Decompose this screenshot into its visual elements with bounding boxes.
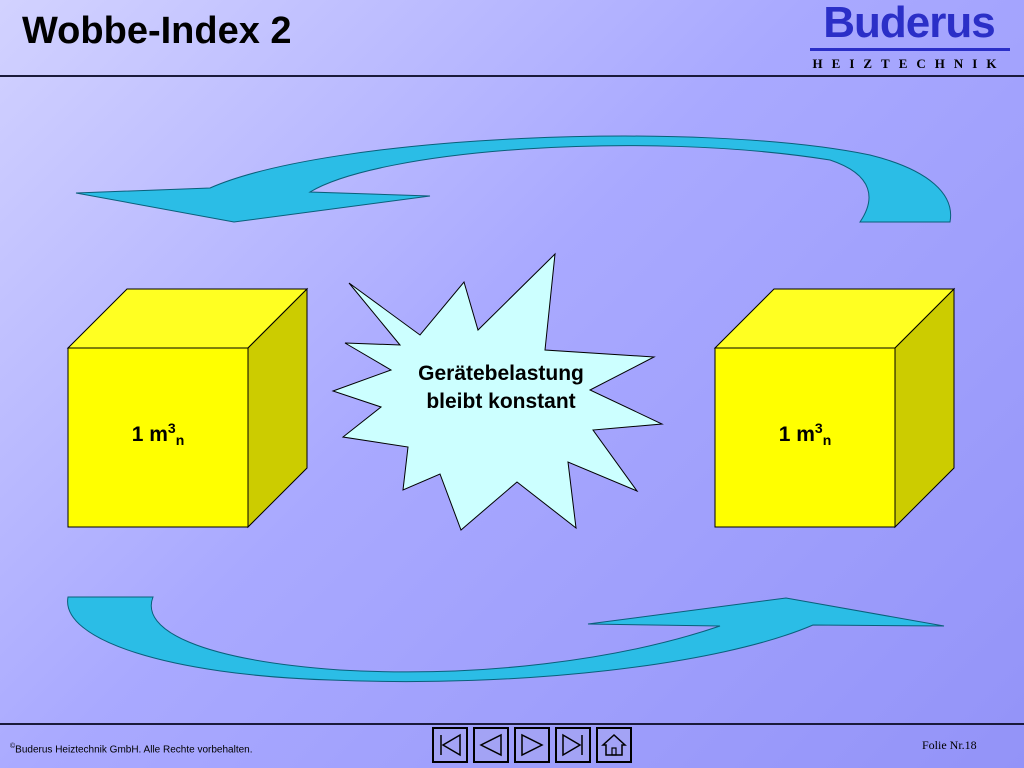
footer-copyright: ©Buderus Heiztechnik GmbH. Alle Rechte v… [10,743,253,755]
footer-rule [0,723,1024,725]
top-curved-arrow [75,135,952,223]
last-slide-icon [562,733,583,757]
bottom-curved-arrow [67,596,945,683]
copyright-text: Buderus Heiztechnik GmbH. Alle Rechte vo… [15,744,253,756]
last-slide-button[interactable] [555,727,591,763]
copyright-symbol: © [10,743,16,750]
left-cube-subscript: n [175,432,185,448]
next-slide-icon [521,733,544,757]
next-slide-button[interactable] [514,727,550,763]
logo-subtitle: HEIZTECHNIK [812,56,1006,71]
left-cube-unit: 1 m [131,423,168,446]
header-rule [0,75,1024,77]
right-cube [713,287,956,529]
previous-slide-button[interactable] [473,727,509,763]
starburst-line-1: Gerätebelastung [418,362,584,385]
home-icon [601,733,627,756]
home-button[interactable] [596,727,632,763]
left-cube [66,287,309,529]
starburst-line-2: bleibt konstant [426,390,576,413]
right-cube-exponent: 3 [814,420,823,436]
right-cube-subscript: n [822,432,832,448]
first-slide-icon [440,733,461,757]
logo-name: Buderus [823,0,995,47]
slide-navigation [432,727,637,765]
previous-slide-icon [479,733,502,757]
starburst-shape [331,252,664,531]
left-cube-label: 1 m3n [68,420,248,448]
starburst-text: Gerätebelastung bleibt konstant [378,360,624,416]
right-cube-label: 1 m3n [715,420,895,448]
slide-number: Folie Nr.18 [922,738,977,752]
slide-title: Wobbe-Index 2 [22,10,292,52]
left-cube-exponent: 3 [167,420,176,436]
logo-divider [810,48,1010,51]
right-cube-unit: 1 m [778,423,815,446]
buderus-logo: Buderus HEIZTECHNIK [806,0,1012,74]
first-slide-button[interactable] [432,727,468,763]
